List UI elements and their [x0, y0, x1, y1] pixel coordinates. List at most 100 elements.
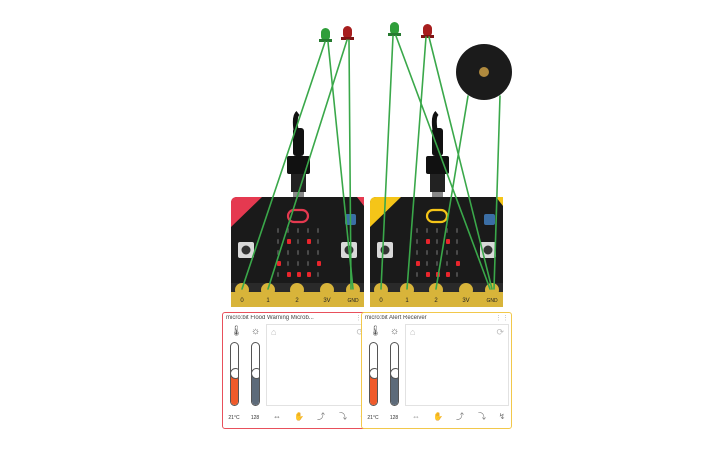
shake-gesture-icon[interactable]: ⇔ [273, 412, 281, 421]
light-thumb[interactable] [252, 367, 259, 379]
led-pixel-off [297, 239, 299, 244]
tilt-gesture-icon[interactable]: ✋ [294, 412, 304, 421]
shake-icon[interactable]: ⟳ [496, 327, 504, 337]
temperature-thumb[interactable] [231, 367, 238, 379]
led-pixel-on [307, 239, 311, 244]
led-pixel-on [426, 239, 430, 244]
wire[interactable] [327, 41, 354, 290]
led-pixel-on [416, 261, 420, 266]
light-slider[interactable] [251, 342, 260, 406]
temperature-thumb[interactable] [370, 367, 377, 379]
led-pixel-off [456, 228, 458, 233]
usb-cable-right[interactable] [426, 111, 449, 197]
led-pixel-off [446, 261, 448, 266]
wire[interactable] [406, 36, 427, 290]
led-pixel-on [446, 239, 450, 244]
drag-handle-icon[interactable]: ⋮⋮ [495, 315, 509, 322]
button-a[interactable] [377, 242, 393, 258]
led-pixel-on [456, 261, 460, 266]
led-pixel-off [317, 250, 319, 255]
tilt-left-gesture-icon[interactable]: ⤴ [317, 412, 325, 421]
led-pixel-off [307, 250, 309, 255]
wires [241, 35, 501, 290]
thermometer-icon: 🌡 [369, 326, 382, 337]
tilt-right-gesture-icon[interactable]: ⤵ [478, 412, 486, 421]
led-pixel-off [317, 228, 319, 233]
light-slider[interactable] [390, 342, 399, 406]
led-pixel-off [426, 250, 428, 255]
led-pixel-off [436, 239, 438, 244]
led-pixel-on [277, 261, 281, 266]
touch-logo[interactable] [286, 208, 310, 224]
led-pixel-off [307, 228, 309, 233]
light-thumb[interactable] [391, 367, 398, 379]
temperature-slider[interactable] [230, 342, 239, 406]
temperature-fill [231, 374, 238, 405]
pin-label-1: 1 [266, 298, 270, 304]
led-pixel-off [297, 250, 299, 255]
led-green-right[interactable] [388, 22, 401, 36]
touch-logo[interactable] [425, 208, 449, 224]
led-pixel-off [446, 250, 448, 255]
led-pixel-on [307, 272, 311, 277]
pin-label-3v: 3V [462, 298, 469, 304]
wire[interactable] [348, 39, 352, 290]
piezo-buzzer[interactable] [456, 44, 512, 100]
wire[interactable] [267, 39, 348, 290]
temperature-slider[interactable] [369, 342, 378, 406]
led-pixel-on [446, 272, 450, 277]
led-pixel-off [426, 261, 428, 266]
tilt-left-gesture-icon[interactable]: ⤴ [456, 412, 464, 421]
sun-icon: ☼ [390, 326, 400, 337]
led-pixel-off [456, 250, 458, 255]
wire[interactable] [241, 41, 326, 290]
simulator-panel-left: micro:bit Flood Warning Microb... ⋮⋮ 🌡 ☼… [222, 312, 372, 429]
led-green-left[interactable] [319, 28, 332, 42]
wire[interactable] [380, 35, 394, 290]
tilt-gesture-icon[interactable]: ✋ [433, 412, 443, 421]
button-a[interactable] [238, 242, 254, 258]
led-pixel-off [277, 239, 279, 244]
usb-cable-left[interactable] [287, 111, 310, 197]
led-pixel-off [436, 261, 438, 266]
screen-down-gesture-icon[interactable]: ↯ [498, 412, 506, 421]
wire[interactable] [395, 35, 491, 290]
temperature-fill [370, 374, 377, 405]
led-red-left[interactable] [341, 26, 354, 40]
thermometer-icon: 🌡 [230, 326, 243, 337]
led-pixel-off [426, 228, 428, 233]
led-pixel-off [416, 250, 418, 255]
pin-label-2: 2 [434, 298, 438, 304]
led-pixel-on [287, 272, 291, 277]
edge-connector-left: 0 1 2 3V GND [231, 283, 364, 307]
home-icon[interactable]: ⌂ [271, 327, 277, 337]
light-value: 128 [250, 415, 260, 421]
led-pixel-off [317, 239, 319, 244]
led-matrix-left [277, 228, 321, 277]
simulator-panel-right: micro:bit Alert Receiver ⋮⋮ 🌡 ☼ 21°C 128… [361, 312, 512, 429]
light-fill [252, 374, 259, 405]
led-pixel-off [297, 261, 299, 266]
led-pixel-off [456, 272, 458, 277]
tilt-right-gesture-icon[interactable]: ⤵ [339, 412, 347, 421]
sun-icon: ☼ [251, 326, 261, 337]
display-area[interactable]: ⌂ ⟳ [405, 324, 509, 406]
led-pixel-off [307, 261, 309, 266]
pin-label-gnd: GND [486, 298, 498, 304]
microbit-board-left[interactable]: 0 1 2 3V GND [231, 197, 364, 307]
display-area[interactable]: ⌂ ⟳ [266, 324, 369, 406]
shake-gesture-icon[interactable]: ⇔ [412, 412, 420, 421]
wire[interactable] [428, 36, 493, 290]
led-pixel-off [297, 228, 299, 233]
shake-icon[interactable]: ⟳ [356, 328, 364, 337]
pin-label-1: 1 [405, 298, 409, 304]
led-pixel-on [297, 272, 301, 277]
home-icon[interactable]: ⌂ [410, 327, 416, 337]
wire[interactable] [493, 95, 501, 290]
led-pixel-off [436, 228, 438, 233]
wire[interactable] [435, 95, 469, 290]
pin-label-gnd: GND [347, 298, 359, 304]
led-pixel-off [287, 261, 289, 266]
led-red-right[interactable] [421, 24, 434, 38]
